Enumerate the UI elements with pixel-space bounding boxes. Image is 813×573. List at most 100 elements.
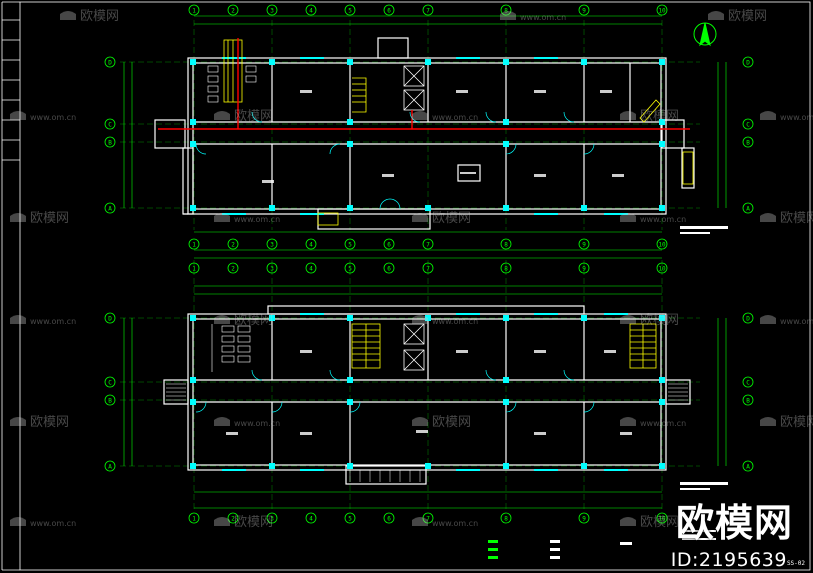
watermark-logo: www.om.cn — [760, 111, 813, 122]
axis-row-bubble — [742, 376, 754, 388]
lower-balcony-hatch — [166, 383, 688, 482]
watermark-url: www.om.cn — [640, 215, 686, 224]
axis-row-bubble-label: B — [746, 140, 750, 147]
watermark-url: www.om.cn — [30, 519, 76, 528]
watermark-text: 欧模网 — [234, 109, 273, 124]
axis-col-bubble-label: 8 — [504, 266, 508, 273]
lower-columns — [190, 315, 665, 469]
watermark-logo: 欧模网 — [760, 211, 813, 226]
upper-room-labels — [262, 90, 624, 183]
axis-col-bubble-label: 10 — [658, 266, 666, 273]
watermark-logo: www.om.cn — [10, 517, 76, 528]
axis-row-bubble — [742, 202, 754, 214]
axis-row-bubble — [742, 136, 754, 148]
axis-col-bubble-label: 9 — [582, 242, 586, 249]
watermark-logo: 欧模网 — [620, 515, 679, 530]
watermark-url: www.om.cn — [780, 113, 813, 122]
lower-elevator — [403, 323, 425, 371]
axis-row-bubble — [104, 136, 116, 148]
upper-elevator — [403, 65, 425, 111]
axis-col-bubble — [578, 238, 590, 250]
watermark-url: www.om.cn — [234, 419, 280, 428]
axis-col-bubble — [266, 4, 278, 16]
axis-col-bubble — [266, 238, 278, 250]
watermark-url: www.om.cn — [520, 13, 566, 22]
axis-col-bubble — [227, 238, 239, 250]
watermark-logo: 欧模网 — [214, 515, 273, 530]
axis-row-bubble — [104, 312, 116, 324]
watermark-text: 欧模网 — [640, 515, 679, 530]
axis-col-bubble-label: 4 — [309, 242, 313, 249]
axis-col-bubble-label: 8 — [504, 516, 508, 523]
axis-row-bubble — [742, 118, 754, 130]
axis-col-bubble-label: 8 — [504, 242, 508, 249]
axis-row-bubble-label: D — [108, 316, 112, 323]
axis-row-bubble-label: B — [108, 140, 112, 147]
axis-col-bubble-label: 10 — [658, 516, 666, 523]
axis-col-bubble-label: 9 — [582, 266, 586, 273]
axis-col-bubble — [188, 4, 200, 16]
watermark-logo: www.om.cn — [620, 417, 686, 428]
axis-col-bubble-label: 7 — [426, 242, 430, 249]
axis-row-bubble — [742, 312, 754, 324]
axis-col-bubble — [578, 262, 590, 274]
watermark-logo: www.om.cn — [412, 517, 478, 528]
watermark-logo: 欧模网 — [214, 313, 273, 328]
axis-row-bubble-label: C — [108, 122, 112, 129]
watermark-text: 欧模网 — [640, 313, 679, 328]
lower-toilet-fixtures — [211, 324, 251, 372]
axis-col-bubble-label: 3 — [270, 516, 274, 523]
axis-col-bubble-label: 10 — [658, 242, 666, 249]
axis-col-bubble-label: 5 — [348, 266, 352, 273]
axis-row-bubble-label: D — [746, 60, 750, 67]
watermark-text: 欧模网 — [432, 415, 471, 430]
axis-col-bubble-label: 7 — [426, 516, 430, 523]
brand-logo-text: 欧模网 — [675, 501, 793, 545]
axis-row-bubble — [104, 460, 116, 472]
axis-col-bubble — [383, 262, 395, 274]
lower-window-marks — [222, 313, 628, 471]
watermark-text: 欧模网 — [30, 211, 69, 226]
product-id-text: ID:2195639 — [670, 549, 787, 571]
axis-col-bubble — [578, 4, 590, 16]
axis-col-bubble — [422, 262, 434, 274]
watermark-logo: www.om.cn — [214, 213, 280, 224]
watermark-text: 欧模网 — [234, 313, 273, 328]
axis-row-bubble-label: D — [746, 316, 750, 323]
upper-window-marks — [222, 57, 628, 215]
axis-col-bubble — [305, 4, 317, 16]
watermark-text: 欧模网 — [780, 415, 813, 430]
axis-col-bubble — [656, 512, 668, 524]
watermark-text: 欧模网 — [728, 9, 767, 24]
axis-col-bubble — [227, 4, 239, 16]
axis-col-bubble-label: 3 — [270, 242, 274, 249]
watermark-logo: 欧模网 — [214, 109, 273, 124]
axis-col-bubble — [383, 512, 395, 524]
axis-row-bubble-label: C — [746, 122, 750, 129]
upper-doors — [195, 111, 595, 210]
watermark-url: www.om.cn — [30, 317, 76, 326]
axis-row-bubble-label: C — [108, 380, 112, 387]
title-block — [488, 226, 728, 559]
lower-doors — [195, 369, 595, 413]
axis-col-bubble-label: 4 — [309, 516, 313, 523]
axis-col-bubble — [344, 238, 356, 250]
axis-col-bubble-label: 7 — [426, 8, 430, 15]
lower-room-labels — [226, 350, 632, 435]
axis-col-bubble-label: 4 — [309, 8, 313, 15]
upper-walls — [154, 37, 695, 230]
axis-row-bubble-label: C — [746, 380, 750, 387]
axis-col-bubble — [188, 262, 200, 274]
watermark-logo: www.om.cn — [760, 315, 813, 326]
watermark-logo: www.om.cn — [412, 315, 478, 326]
watermark-logo: www.om.cn — [500, 11, 566, 22]
watermark-logo: www.om.cn — [620, 213, 686, 224]
watermark-logo: 欧模网 — [10, 211, 69, 226]
axis-col-bubble — [422, 512, 434, 524]
floor-plan-lower — [120, 260, 700, 510]
axis-col-bubble-label: 2 — [231, 8, 235, 15]
watermark-url: www.om.cn — [640, 419, 686, 428]
